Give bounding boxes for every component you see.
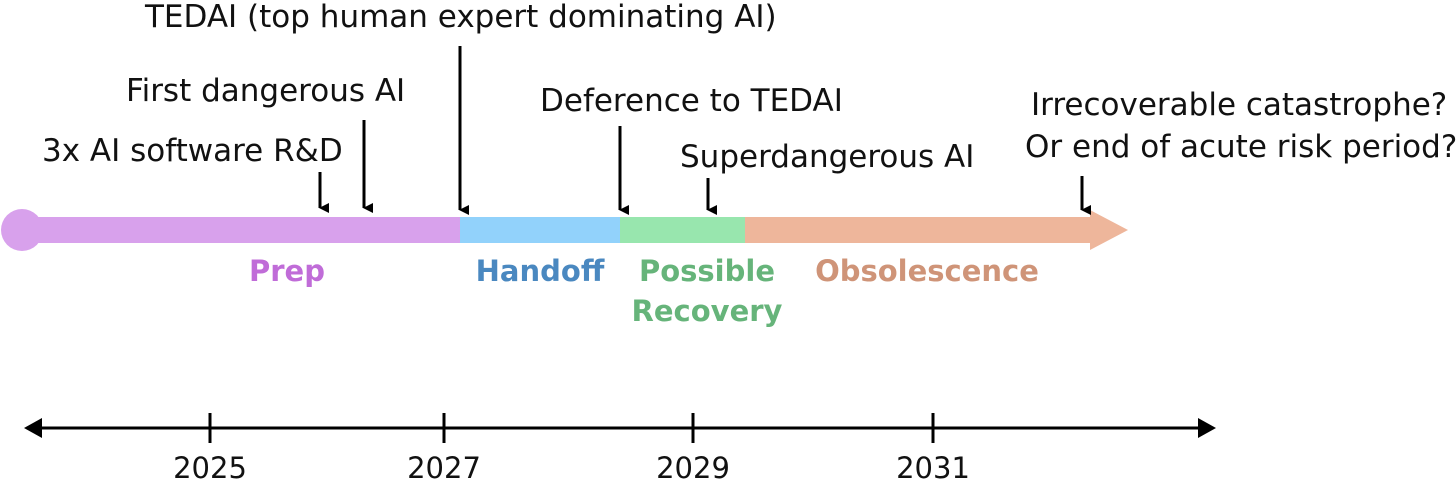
event-arrows — [318, 46, 1091, 215]
phase-segment-obsolescence — [745, 217, 1090, 243]
phase-segment-prep — [22, 217, 460, 243]
phase-label-recovery: Recovery — [632, 294, 783, 328]
event-label-first-dangerous-ai: First dangerous AI — [126, 73, 405, 109]
event-label-irrecoverable-catastrophe: Irrecoverable catastrophe? — [1031, 87, 1447, 123]
phase-label-obsolescence: Obsolescence — [815, 254, 1039, 288]
year-tick-label-2029: 2029 — [656, 451, 730, 484]
event-labels: 3x AI software R&D First dangerous AI TE… — [42, 0, 1456, 175]
phase-segment-handoff — [460, 217, 620, 243]
phase-labels: Prep Handoff Possible Recovery Obsolesce… — [249, 254, 1039, 328]
year-axis-right-arrowhead — [1198, 418, 1216, 438]
event-label-3x-ai-software-rd: 3x AI software R&D — [42, 133, 343, 169]
phase-label-possible: Possible — [639, 254, 775, 288]
year-tick-label-2025: 2025 — [173, 451, 247, 484]
year-tick-label-2031: 2031 — [896, 451, 970, 484]
year-tick-label-2027: 2027 — [407, 451, 481, 484]
phase-label-prep: Prep — [249, 254, 325, 288]
phase-segment-possible-recovery — [620, 217, 745, 243]
phase-label-handoff: Handoff — [476, 254, 605, 288]
event-label-tedai: TEDAI (top human expert dominating AI) — [144, 0, 777, 35]
event-label-deference-to-tedai: Deference to TEDAI — [540, 83, 843, 119]
year-axis-left-arrowhead — [24, 418, 42, 438]
event-label-superdangerous-ai: Superdangerous AI — [680, 139, 974, 175]
timeline-end-arrowhead — [1090, 210, 1128, 250]
phase-bar — [1, 209, 1128, 251]
year-axis: 2025 2027 2029 2031 — [24, 413, 1216, 484]
event-label-end-of-acute-risk-period: Or end of acute risk period? — [1025, 129, 1456, 165]
